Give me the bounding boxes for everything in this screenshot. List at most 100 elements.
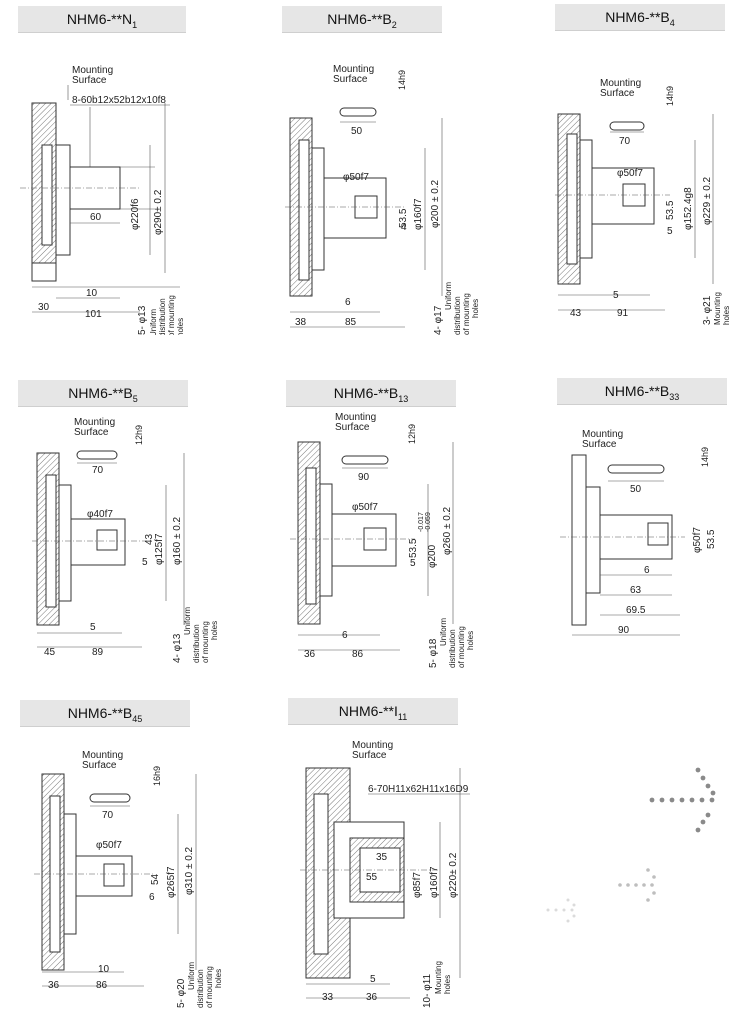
dimension-label: 6	[149, 892, 155, 903]
holes-note: holes	[443, 975, 452, 994]
mounting-label: Surface	[600, 88, 635, 99]
mounting-label: Surface	[72, 75, 107, 86]
model-name: NHM6-**B	[605, 9, 670, 25]
holes-note: Mounting	[713, 292, 722, 325]
mounting-label: Surface	[74, 427, 109, 438]
dimension-label: 85	[345, 317, 357, 328]
mounting-label: Surface	[333, 74, 368, 85]
dimension-label: 35	[376, 852, 388, 863]
holes-note: Uniform	[149, 309, 158, 335]
mounting-label: Surface	[582, 439, 617, 450]
spline-spec: 6-70H11x62H11x16D9	[368, 784, 469, 795]
holes-note: holes	[466, 631, 475, 650]
model-name: NHM6-**B	[333, 385, 399, 401]
dimension-label: 89	[92, 647, 104, 658]
dimension-label: 4	[401, 222, 407, 233]
shaft-diameter: φ50f7	[692, 527, 703, 553]
dimension-label: 36	[366, 992, 378, 1003]
holes-note: Uniform	[439, 618, 448, 646]
holes-note: Uniform	[444, 282, 453, 310]
holes-note: holes	[471, 299, 480, 318]
holes-note: holes	[210, 621, 219, 640]
spline-spec: 8-60b12x52b12x10f8	[72, 95, 166, 106]
mounting-label: Mounting	[333, 64, 374, 75]
diagram-title: NHM6-**B4	[555, 4, 725, 31]
holes-note: distribution	[158, 298, 167, 335]
mounting-label: Mounting	[74, 417, 115, 428]
mounting-label: Surface	[335, 422, 370, 433]
dimension-label: 50	[630, 484, 642, 495]
dimension-label: 36	[48, 980, 60, 991]
drawing-nhm6-b45: Mounting Surface 16h9 70 φ50f7 54 6 φ265…	[34, 750, 223, 1008]
diagram-title: NHM6-**B5	[18, 380, 188, 407]
holes-note: holes	[214, 969, 223, 988]
holes-note: holes	[722, 306, 731, 325]
dimension-label: 90	[618, 625, 630, 636]
drawing-nhm6-i11: Mounting Surface 6-70H11x62H11x16D9 35 5…	[300, 740, 470, 1008]
model-suffix: 5	[132, 393, 138, 404]
holes-note: of mounting	[205, 966, 214, 1008]
holes-note: Mounting	[434, 961, 443, 994]
key-height: 12h9	[134, 425, 144, 445]
dimension-label: φ229 ± 0.2	[702, 176, 713, 225]
dimension-label: 38	[295, 317, 307, 328]
holes-note: holes	[176, 318, 185, 335]
model-name: NHM6-**B	[327, 11, 392, 27]
dimension-label: 6	[345, 297, 351, 308]
holes-note: distribution	[448, 629, 457, 668]
holes-note: distribution	[196, 969, 205, 1008]
mounting-label: Mounting	[352, 740, 393, 751]
model-name: NHM6-**B	[68, 385, 133, 401]
model-suffix: 11	[397, 711, 408, 722]
dimension-label: 36	[304, 649, 316, 660]
holes-note: of mounting	[167, 295, 176, 335]
mounting-label: Mounting	[335, 412, 376, 423]
mounting-label: Surface	[82, 760, 117, 771]
dimension-label: 90	[358, 472, 370, 483]
shaft-diameter: φ50f7	[96, 840, 122, 851]
dimension-label: 30	[38, 302, 50, 313]
tolerance: -0.017	[418, 512, 425, 532]
dimension-label: φ125f7	[154, 533, 165, 565]
key-height: 16h9	[152, 766, 162, 786]
dimension-label: 60	[90, 212, 102, 223]
dimension-label: φ220± 0.2	[448, 852, 459, 898]
drawing-nhm6-b33: Mounting Surface 14h9 50 φ50f7 53.5 6 63…	[560, 429, 717, 636]
dimension-label: 5	[613, 290, 619, 301]
dimension-label: φ200 ± 0.2	[430, 179, 441, 228]
holes-spec: 3- φ21	[702, 295, 713, 325]
dimension-label: 43	[570, 308, 582, 319]
holes-spec: 10- φ11	[422, 973, 433, 1008]
dimension-label: 10	[98, 964, 110, 975]
model-name: NHM6-**I	[338, 703, 398, 719]
dimension-label: 43	[144, 533, 155, 545]
key-height: 12h9	[407, 424, 417, 444]
dimension-label: 86	[352, 649, 364, 660]
dimension-label: 70	[92, 465, 104, 476]
dimension-label: 91	[617, 308, 629, 319]
holes-spec: 5- φ13	[137, 305, 148, 335]
mounting-label: Mounting	[72, 65, 113, 76]
dimension-label: 6	[644, 565, 650, 576]
dimension-label: 5	[90, 622, 96, 633]
dimension-label: φ260 ± 0.2	[442, 506, 453, 555]
dimension-label: φ160f7	[413, 198, 424, 230]
dimension-label: 70	[102, 810, 114, 821]
model-name: NHM6-**B	[67, 705, 133, 721]
dimension-label: φ160f7	[429, 866, 440, 898]
model-name: NHM6-**B	[604, 383, 670, 399]
dimension-label: φ265f7	[166, 866, 177, 898]
holes-spec: 4- φ17	[433, 305, 444, 335]
holes-note: Uniform	[187, 962, 196, 990]
dimension-label: 53.5	[398, 208, 409, 228]
dimension-label: φ290± 0.2	[153, 189, 164, 235]
mounting-label: Mounting	[82, 750, 123, 761]
dimension-label: φ85f7	[412, 872, 423, 898]
dimension-label: 45	[44, 647, 56, 658]
diagram-title: NHM6-**B2	[282, 6, 442, 33]
diagram-title: NHM6-**B33	[557, 378, 727, 405]
dimension-label: 101	[85, 309, 102, 320]
holes-note: of mounting	[201, 621, 210, 663]
shaft-diameter: φ50f7	[617, 168, 643, 179]
holes-note: of mounting	[462, 293, 471, 335]
